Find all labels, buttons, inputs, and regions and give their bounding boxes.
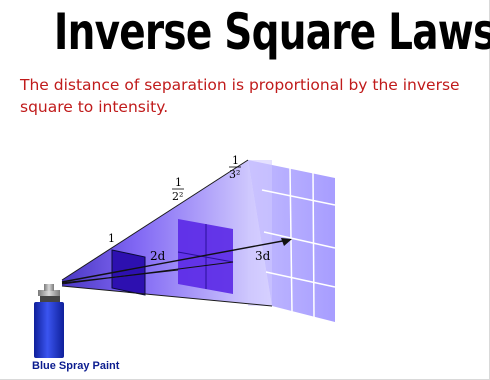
intensity-label-far: 1 3²: [229, 154, 241, 181]
far-panel: [248, 160, 335, 322]
spray-cone: [62, 160, 272, 306]
distance-label-2d: 2d: [150, 249, 166, 263]
intensity-mid-numerator: 1: [175, 176, 182, 189]
intensity-far-denominator: 3²: [229, 168, 240, 181]
spray-can-icon: [34, 284, 64, 358]
intensity-mid-denominator: 2²: [172, 190, 183, 203]
intensity-far-numerator: 1: [232, 154, 239, 167]
distance-label-3d: 3d: [255, 249, 271, 263]
intensity-label-mid: 1 2²: [172, 176, 184, 203]
intensity-label-near: 1: [108, 232, 115, 245]
middle-panel: [178, 219, 233, 294]
source-caption: Blue Spray Paint: [32, 360, 119, 372]
